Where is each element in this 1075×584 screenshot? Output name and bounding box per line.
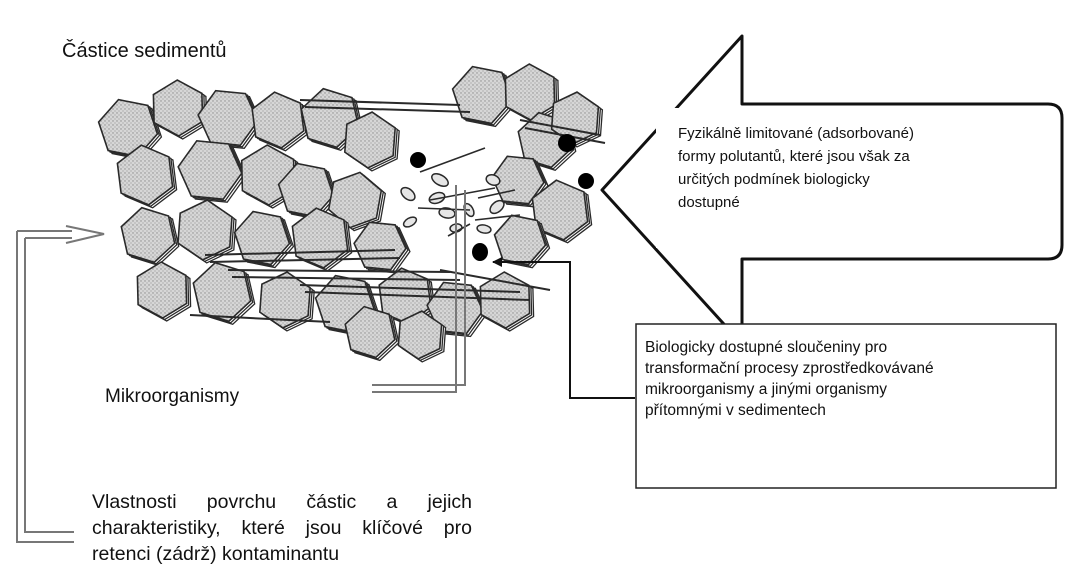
sediment-particle-cluster — [99, 64, 605, 362]
pollutant-dot — [472, 243, 488, 261]
text-line: formy polutantů, které jsou však za — [678, 145, 978, 168]
sediment-particles-label: Částice sedimentů — [62, 40, 227, 63]
microorganism — [476, 224, 491, 234]
text-line: Biologicky dostupné sloučeniny pro — [645, 337, 1015, 358]
microorganism-rod — [418, 208, 470, 210]
pollutant-dot — [578, 173, 594, 189]
microorganism — [399, 185, 418, 203]
text-line: určitých podmínek biologicky — [678, 168, 978, 191]
bioavailable-text: Biologicky dostupné sloučeniny pro trans… — [645, 337, 1015, 421]
arrow-head-left — [66, 226, 104, 243]
text-line: mikroorganismy a jinými organismy — [645, 379, 1015, 400]
pollutant-dot — [410, 152, 426, 168]
text-line: Fyzikálně limitované (adsorbované) — [678, 122, 978, 145]
microorganisms-label: Mikroorganismy — [105, 386, 239, 408]
clay-plate — [228, 270, 450, 272]
connector-surface-inner — [25, 238, 74, 532]
microorganism — [430, 171, 451, 189]
text-line: charakteristiky, které jsou klíčové pro — [92, 515, 472, 541]
text-line: transformační procesy zprostředkovávané — [645, 358, 1015, 379]
text-line: Vlastnosti povrchu částic a jejich — [92, 489, 472, 515]
pollutant-dot — [558, 134, 576, 152]
text-line: retenci (zádrž) kontaminantu — [92, 541, 472, 567]
surface-properties-text: Vlastnosti povrchu částic a jejich chara… — [92, 489, 472, 567]
text-line: dostupné — [678, 191, 978, 214]
arrow-head-bio — [492, 257, 502, 267]
microorganism-rod — [420, 148, 485, 172]
text-line: přítomnými v sedimentech — [645, 400, 1015, 421]
physically-limited-text: Fyzikálně limitované (adsorbované) formy… — [678, 122, 978, 214]
microorganism — [402, 215, 418, 229]
connector-surface-top — [17, 231, 72, 238]
